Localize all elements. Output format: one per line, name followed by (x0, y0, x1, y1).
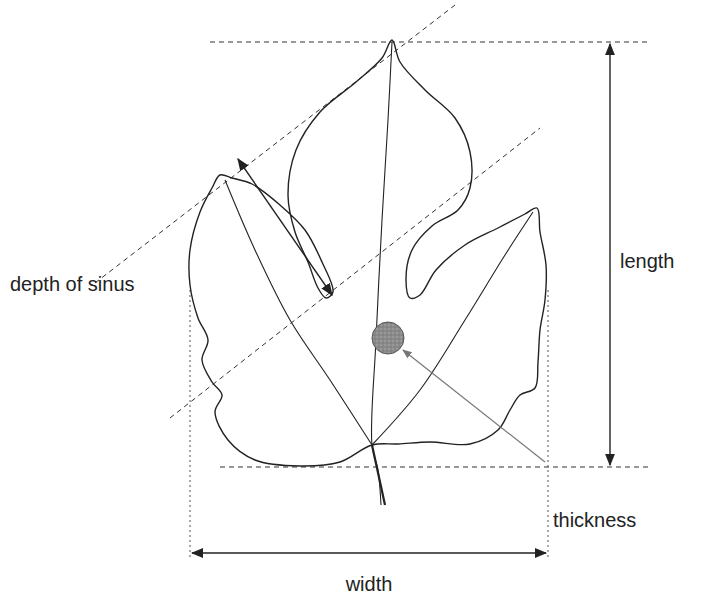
leaf-vein (225, 180, 372, 445)
thickness-leader (403, 350, 545, 462)
leaf (189, 40, 546, 505)
width-arrow (192, 552, 546, 553)
dimension-label: length (620, 249, 675, 273)
width-guides (190, 290, 548, 558)
leaf-vein (372, 212, 533, 445)
leaf-vein (372, 445, 385, 505)
length-arrow (609, 44, 610, 465)
sinus-arrow (238, 159, 332, 295)
leaf-outline (189, 40, 546, 466)
dimension-label: depth of sinus (10, 272, 135, 296)
callout-label: thickness (553, 508, 636, 532)
leaf-vein (371, 42, 392, 505)
thickness-spot (372, 322, 404, 354)
dimension-label: width (346, 572, 393, 596)
